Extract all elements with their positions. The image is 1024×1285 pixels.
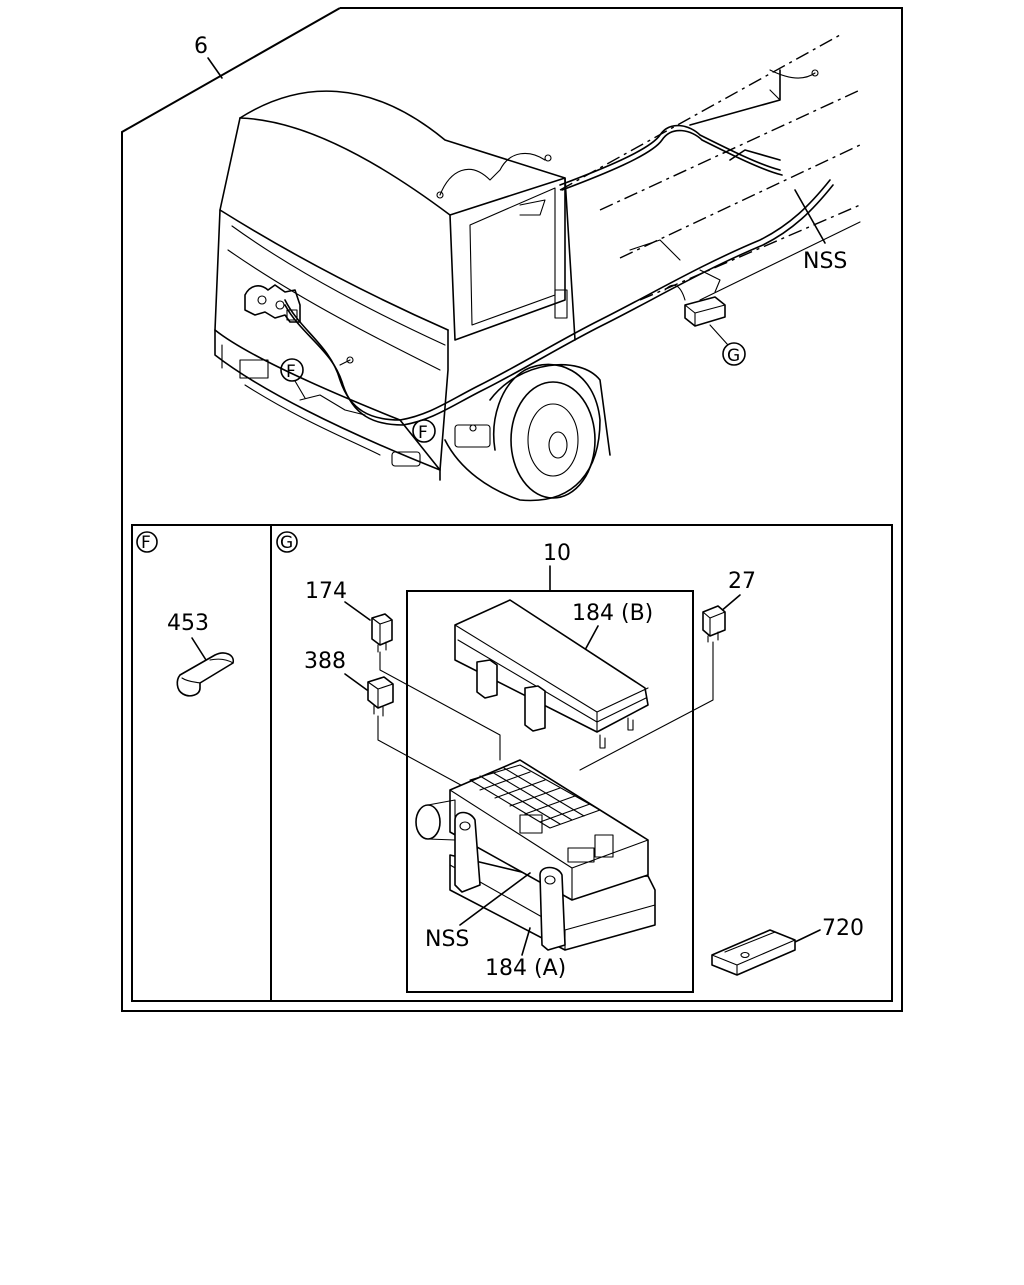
label-cab-assembly: 6 [194,34,208,59]
label-panel-g: G [280,533,293,553]
fuse-box-base-part [415,759,656,951]
truck-illustration [214,34,861,502]
outer-frame [121,7,903,1012]
callout-nss-top: NSS [794,189,847,274]
label-relay-174: 174 [305,579,347,604]
panel-f: F 453 [136,531,235,697]
label-detail-g-top: G [727,346,740,366]
label-relay-388: 388 [304,649,346,674]
callout-f-right: F [412,419,436,443]
label-detail-f-right: F [418,423,428,443]
label-base-184a: 184 (A) [485,956,566,981]
label-nss-box: NSS [425,927,469,952]
label-detail-f-left: F [286,362,296,382]
detail-panels [131,524,893,1002]
callout-6: 6 [194,34,223,79]
panel-g: G 10 174 388 27 [276,531,864,993]
label-nss-top: NSS [803,249,847,274]
label-clip-453: 453 [167,611,209,636]
cover-184b-part [454,599,649,749]
g-location-box [664,284,726,327]
clip-453-part [176,652,235,697]
label-panel-f: F [141,533,151,553]
label-fuse-27: 27 [728,569,756,594]
relay-388-part [367,676,394,717]
fuse-27-part [702,605,726,643]
label-cover-184b: 184 (B) [572,601,653,626]
bracket-720-part [711,929,796,976]
front-connector-cluster [244,284,301,323]
callout-g-top: G [709,324,746,366]
callout-f-left: F [280,358,306,399]
label-bracket-720: 720 [822,916,864,941]
label-fuse-box-10: 10 [543,541,571,566]
relay-174-part [371,613,393,653]
